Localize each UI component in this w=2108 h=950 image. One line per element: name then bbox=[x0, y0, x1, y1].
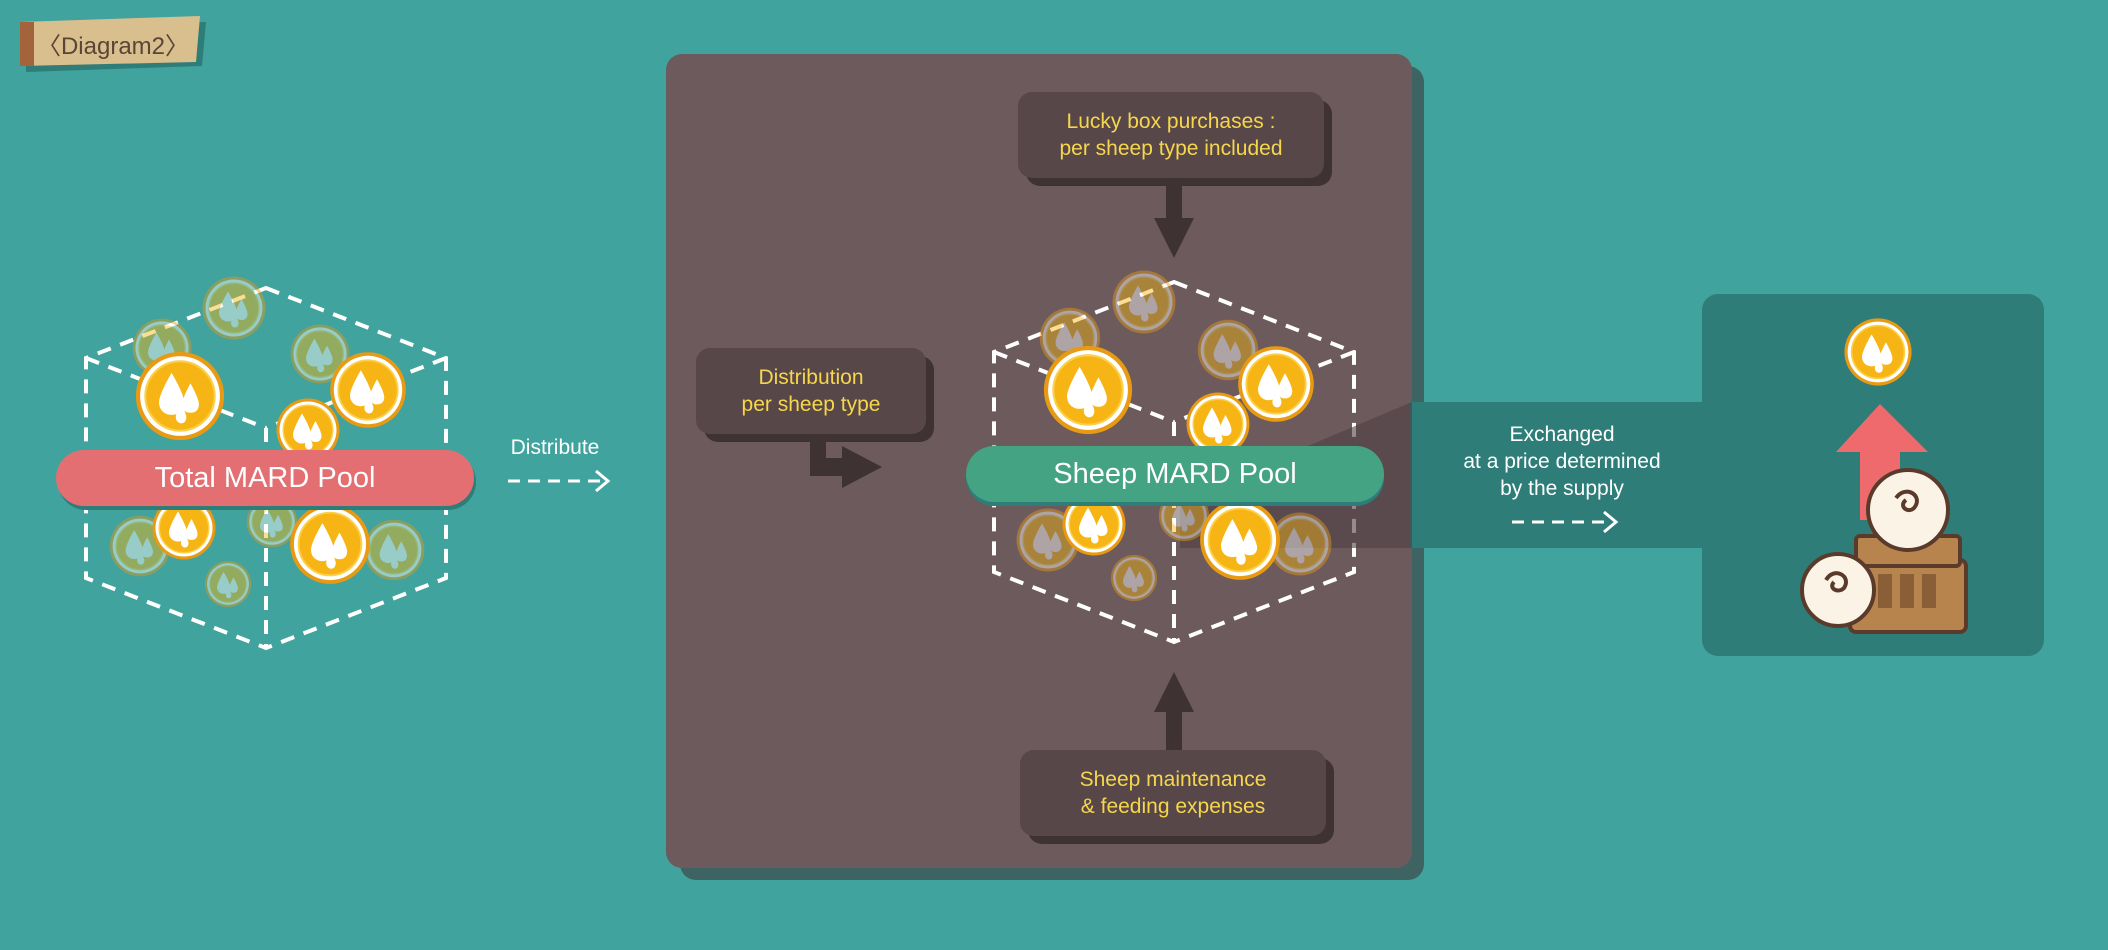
distribute-label: Distribute bbox=[510, 435, 600, 459]
exchange-band bbox=[1410, 402, 1710, 548]
sheep-pool-label: Sheep MARD Pool bbox=[1053, 457, 1297, 490]
sheep-wool-icon bbox=[1800, 468, 1950, 628]
total-pool-pill bbox=[56, 450, 474, 506]
distribution-label: Distribution per sheep type bbox=[741, 366, 881, 416]
distribute-arrow bbox=[508, 469, 611, 493]
up-arrow-icon bbox=[1836, 404, 1928, 520]
lucky-box-label: Lucky box purchases : per sheep type inc… bbox=[1059, 110, 1283, 160]
exchange-label: Exchanged at a price determined by the s… bbox=[1463, 422, 1661, 500]
maintenance-label: Sheep maintenance & feeding expenses bbox=[1079, 768, 1267, 818]
up-arrow-dark-icon bbox=[1154, 672, 1194, 712]
bent-arrow-icon bbox=[810, 434, 882, 488]
down-arrow-icon bbox=[1154, 218, 1194, 258]
diagram-tag bbox=[20, 16, 206, 72]
lucky-box-box bbox=[1018, 92, 1324, 178]
exchange-arrow bbox=[1512, 510, 1619, 534]
mard-coin-icon bbox=[1843, 317, 1913, 387]
distribution-box bbox=[696, 348, 926, 434]
maintenance-box bbox=[1020, 750, 1326, 836]
diagram-tag-label: 〈Diagram2〉 bbox=[36, 32, 190, 60]
sheep-pool-pill bbox=[966, 446, 1384, 502]
total-pool-label: Total MARD Pool bbox=[154, 461, 376, 494]
